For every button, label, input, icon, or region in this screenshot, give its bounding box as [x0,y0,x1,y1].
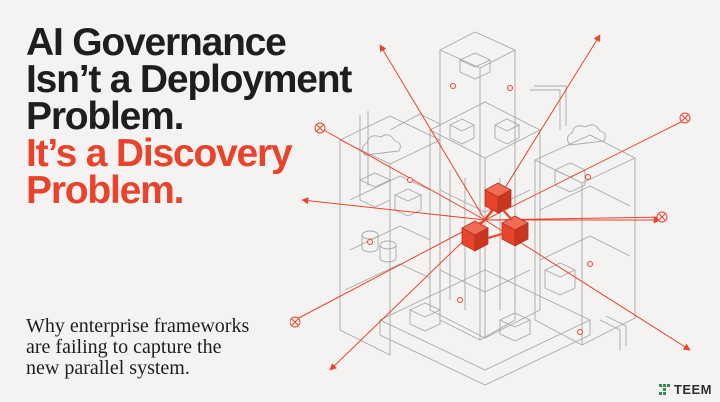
headline-line-3: Problem. [26,95,184,138]
subtitle-line-1: Why enterprise frameworks [26,315,250,337]
subtitle-line-3: new parallel system. [26,357,190,379]
headline-line-1: AI Governance [26,21,287,64]
headline: AI Governance Isn’t a Deployment Problem… [26,21,352,212]
red-node-cube-icon [461,182,529,252]
headline-line-5: Problem. [26,169,184,212]
headline-line-4: It’s a Discovery [26,132,293,175]
headline-line-2: Isn’t a Deployment [26,58,352,101]
subtitle-line-2: are failing to capture the [26,336,222,358]
brand-name: TEEM [673,382,712,397]
subtitle: Why enterprise frameworks are failing to… [26,316,249,379]
brand-logo: TEEM [658,382,712,397]
teem-logo-icon [658,384,670,395]
isometric-server-building-illustration [290,31,691,386]
